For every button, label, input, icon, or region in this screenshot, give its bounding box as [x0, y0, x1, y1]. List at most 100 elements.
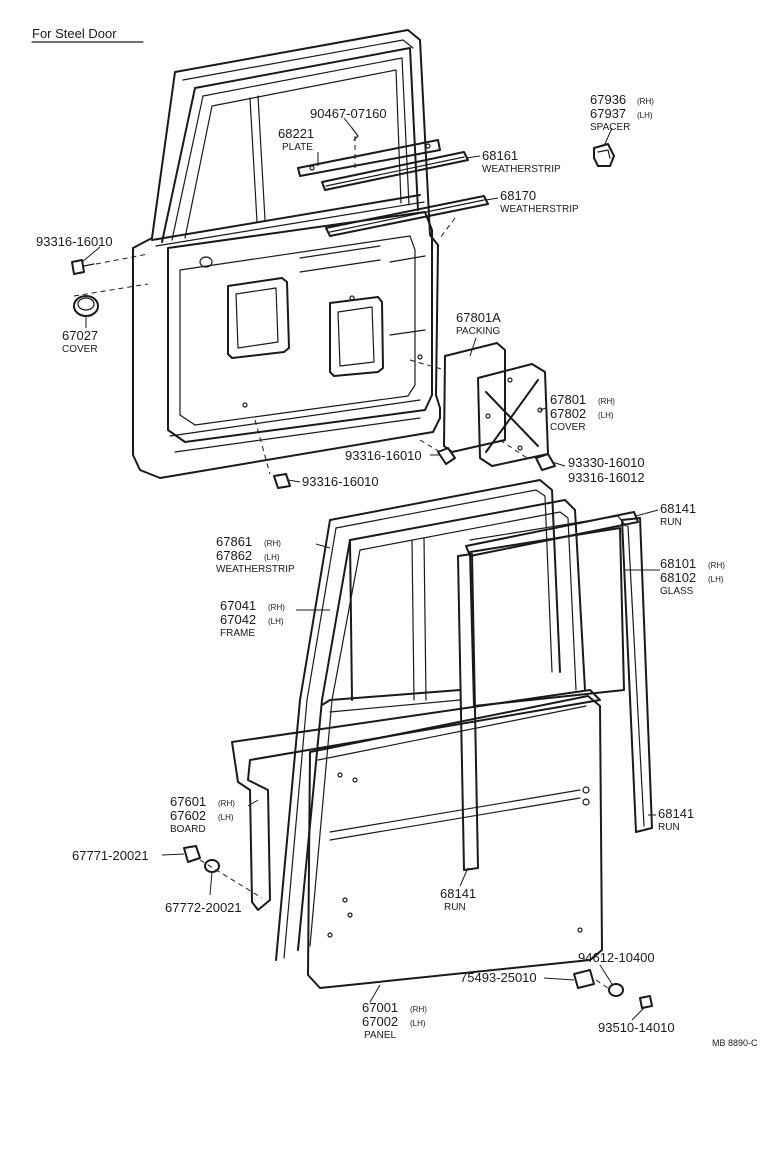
svg-text:WEATHERSTRIP: WEATHERSTRIP — [500, 204, 579, 215]
callout-67937: 67937 (LH) SPACER — [590, 106, 653, 133]
svg-text:RUN: RUN — [444, 902, 466, 913]
callout-67041: 67041 (RH) — [220, 598, 285, 613]
svg-text:(RH): (RH) — [598, 397, 615, 406]
svg-text:67601: 67601 — [170, 794, 206, 809]
callout-93316-16010-bottom: 93316-16010 — [302, 474, 379, 489]
svg-text:(LH): (LH) — [598, 411, 614, 420]
callout-67801: 67801 (RH) — [550, 392, 615, 407]
callout-68170: 68170 WEATHERSTRIP — [500, 188, 579, 215]
callout-67027: 67027 COVER — [62, 328, 98, 355]
svg-text:68221: 68221 — [278, 126, 314, 141]
callout-94612-10400: 94612-10400 — [578, 950, 655, 965]
svg-text:68170: 68170 — [500, 188, 536, 203]
cover-67027 — [73, 295, 99, 317]
run-68141-top — [465, 511, 639, 557]
svg-text:(RH): (RH) — [264, 539, 281, 548]
callout-67861: 67861 (RH) — [216, 534, 281, 549]
svg-text:(LH): (LH) — [708, 575, 724, 584]
svg-text:67861: 67861 — [216, 534, 252, 549]
svg-text:67002: 67002 — [362, 1014, 398, 1029]
svg-text:(RH): (RH) — [637, 97, 654, 106]
door-shell-upper — [132, 29, 441, 479]
svg-text:67772-20021: 67772-20021 — [165, 900, 242, 915]
run-68141-right — [621, 517, 653, 833]
panel-67001 — [307, 695, 603, 989]
callout-68221: 68221 PLATE — [278, 126, 314, 153]
svg-text:RUN: RUN — [660, 517, 682, 528]
callout-75493-25010: 75493-25010 — [460, 970, 537, 985]
svg-text:93330-16010: 93330-16010 — [568, 455, 645, 470]
callout-93316-16012: 93316-16012 — [568, 470, 645, 485]
svg-text:(LH): (LH) — [637, 111, 653, 120]
svg-text:67602: 67602 — [170, 808, 206, 823]
callout-67801A: 67801A PACKING — [456, 310, 501, 337]
svg-text:93510-14010: 93510-14010 — [598, 1020, 675, 1035]
clip-75493 — [573, 969, 595, 989]
svg-text:(RH): (RH) — [268, 603, 285, 612]
callout-67601: 67601 (RH) — [170, 794, 235, 809]
svg-text:93316-16012: 93316-16012 — [568, 470, 645, 485]
fastener-67771 — [183, 845, 201, 863]
svg-text:PANEL: PANEL — [364, 1030, 396, 1041]
bolt-93330 — [535, 453, 556, 471]
svg-text:PACKING: PACKING — [456, 326, 500, 337]
callout-93510-14010: 93510-14010 — [598, 1020, 675, 1035]
svg-text:67801: 67801 — [550, 392, 586, 407]
bolt-93316-bottom — [273, 473, 291, 489]
glass-68101 — [469, 515, 627, 707]
weatherstrip-67861 — [275, 479, 561, 961]
svg-text:(RH): (RH) — [410, 1005, 427, 1014]
callout-67042: 67042 (LH) FRAME — [220, 612, 284, 639]
svg-text:(RH): (RH) — [218, 799, 235, 808]
callout-67771-20021: 67771-20021 — [72, 848, 149, 863]
run-68141-center — [457, 553, 479, 871]
frame-67041 — [297, 499, 586, 951]
svg-text:PLATE: PLATE — [282, 142, 313, 153]
svg-text:68102: 68102 — [660, 570, 696, 585]
callout-67772-20021: 67772-20021 — [165, 900, 242, 915]
svg-text:SPACER: SPACER — [590, 122, 630, 133]
diagram-title: For Steel Door — [32, 26, 117, 41]
svg-text:COVER: COVER — [550, 422, 586, 433]
callout-67936: 67936 (RH) — [590, 92, 654, 107]
svg-text:93316-16010: 93316-16010 — [36, 234, 113, 249]
drawing-code: MB 8890-C — [712, 1038, 758, 1048]
callout-90467-07160: 90467-07160 — [310, 106, 387, 121]
svg-text:(LH): (LH) — [268, 617, 284, 626]
svg-text:68161: 68161 — [482, 148, 518, 163]
callout-93330-16010: 93330-16010 — [568, 455, 645, 470]
callout-67002: 67002 (LH) PANEL — [362, 1014, 426, 1041]
svg-text:68141: 68141 — [660, 501, 696, 516]
spacer-67936 — [593, 143, 615, 167]
weatherstrip-68170 — [325, 195, 489, 237]
callout-68141-right: 68141 RUN — [658, 806, 694, 833]
svg-text:67937: 67937 — [590, 106, 626, 121]
svg-text:67042: 67042 — [220, 612, 256, 627]
svg-text:(LH): (LH) — [410, 1019, 426, 1028]
svg-text:68141: 68141 — [658, 806, 694, 821]
svg-text:68141: 68141 — [440, 886, 476, 901]
svg-text:RUN: RUN — [658, 822, 680, 833]
callout-67802: 67802 (LH) COVER — [550, 406, 614, 433]
svg-text:75493-25010: 75493-25010 — [460, 970, 537, 985]
callout-67602: 67602 (LH) BOARD — [170, 808, 234, 835]
callout-68101: 68101 (RH) — [660, 556, 725, 571]
svg-text:67771-20021: 67771-20021 — [72, 848, 149, 863]
svg-text:COVER: COVER — [62, 344, 98, 355]
callout-67862: 67862 (LH) WEATHERSTRIP — [216, 548, 295, 575]
svg-text:(LH): (LH) — [218, 813, 234, 822]
board-67601 — [231, 689, 601, 911]
svg-text:67936: 67936 — [590, 92, 626, 107]
callout-93316-16010-left: 93316-16010 — [36, 234, 113, 249]
svg-text:67801A: 67801A — [456, 310, 501, 325]
weatherstrip-68161 — [321, 151, 469, 191]
washer-94612 — [608, 983, 624, 997]
callout-67001: 67001 (RH) — [362, 1000, 427, 1015]
callout-68141-top: 68141 RUN — [660, 501, 696, 528]
svg-text:BOARD: BOARD — [170, 824, 206, 835]
svg-text:67862: 67862 — [216, 548, 252, 563]
svg-text:93316-16010: 93316-16010 — [345, 448, 422, 463]
callout-68141-center: 68141 RUN — [440, 886, 476, 913]
plate-68221 — [297, 139, 441, 177]
svg-text:90467-07160: 90467-07160 — [310, 106, 387, 121]
